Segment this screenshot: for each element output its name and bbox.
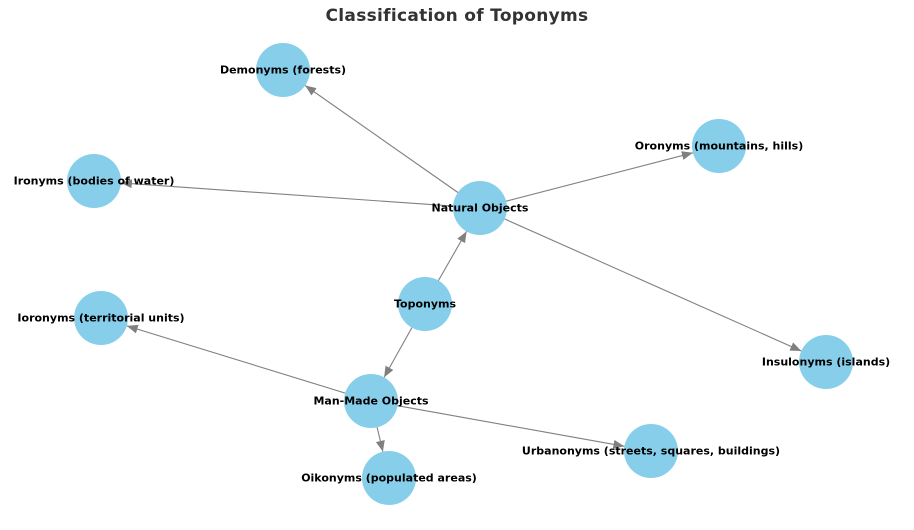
edge-natural-objects-to-insulonyms xyxy=(504,218,802,352)
node-label-oikonyms: Oikonyms (populated areas) xyxy=(301,471,477,485)
edge-natural-objects-to-oronyms xyxy=(505,151,694,202)
node-label-ironyms: Ironyms (bodies of water) xyxy=(13,174,175,188)
edge-natural-objects-to-demonyms xyxy=(304,85,459,193)
edge-natural-objects-to-ironyms xyxy=(120,179,454,207)
node-ironyms xyxy=(67,154,121,208)
node-oronyms xyxy=(692,119,746,173)
node-ioronyms xyxy=(74,291,128,345)
edge-man-made-objects-to-oikonyms xyxy=(375,427,385,452)
node-demonyms xyxy=(256,43,310,97)
node-label-urbanonyms: Urbanonyms (streets, squares, buildings) xyxy=(521,444,781,458)
node-label-toponyms: Toponyms xyxy=(393,297,457,311)
node-urbanonyms xyxy=(624,424,678,478)
edge-man-made-objects-to-ioronyms xyxy=(126,324,346,394)
node-man-made-objects xyxy=(344,374,398,428)
diagram-title: Classification of Toponyms xyxy=(325,6,589,26)
node-label-man-made-objects: Man-Made Objects xyxy=(313,394,429,408)
edge-toponyms-to-natural-objects xyxy=(437,231,468,281)
edge-man-made-objects-to-urbanonyms xyxy=(397,405,625,449)
node-label-oronyms: Oronyms (mountains, hills) xyxy=(634,139,804,153)
node-label-natural-objects: Natural Objects xyxy=(431,201,529,215)
node-natural-objects xyxy=(453,181,507,235)
node-label-demonyms: Demonyms (forests) xyxy=(219,63,347,77)
node-toponyms xyxy=(398,277,452,331)
node-oikonyms xyxy=(362,451,416,505)
node-label-insulonyms: Insulonyms (islands) xyxy=(761,355,891,369)
edge-toponyms-to-man-made-objects xyxy=(383,327,413,378)
node-insulonyms xyxy=(799,335,853,389)
node-label-ioronyms: Ioronyms (territorial units) xyxy=(17,311,185,325)
